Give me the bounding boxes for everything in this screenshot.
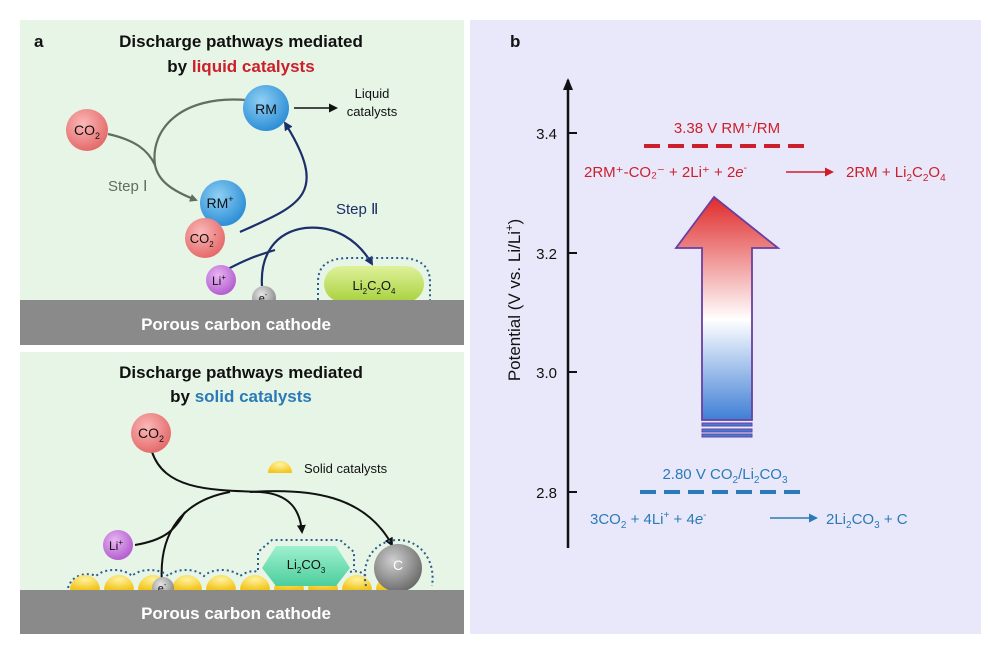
li-join-line <box>225 248 276 271</box>
axis-label: Potential (V vs. Li/Li+) <box>504 219 524 381</box>
rm-label: RM <box>255 101 277 117</box>
co2-to-carbon-arrow <box>249 490 393 547</box>
step1-label: Step Ⅰ <box>108 178 147 195</box>
co2-to-cycle-line <box>107 132 156 166</box>
step2-arrow-to-rm <box>239 121 308 234</box>
tick-label-3.4: 3.4 <box>536 126 557 143</box>
upper-level-label: 3.38 V RM⁺/RM <box>674 120 780 137</box>
li-label-top: Li+ <box>212 273 226 288</box>
electron-path-line <box>160 491 231 585</box>
li2c2o4-product <box>324 266 424 302</box>
upper-reaction-products: 2RM + Li2C2O4 <box>846 164 946 184</box>
cathode-top <box>20 300 464 345</box>
li2c2o4-label: Li2C2O4 <box>353 278 397 296</box>
top-title-line2: by liquid catalysts <box>167 57 314 76</box>
lower-reaction-products: 2Li2CO3 + C <box>826 511 908 531</box>
panel-b-label: b <box>510 32 520 51</box>
carbon-dotted-outline <box>363 538 434 587</box>
step1-cycle-arrow <box>153 98 247 202</box>
step2-label: Step Ⅱ <box>336 201 378 218</box>
cathode-bottom <box>20 590 464 634</box>
bottom-title-line1: Discharge pathways mediated <box>119 363 363 382</box>
tick-label-3.2: 3.2 <box>536 246 557 263</box>
lower-reaction-reactants: 3CO2 + 4Li+ + 4e- <box>590 510 707 531</box>
panel-a-label: a <box>34 32 44 51</box>
electron-label-top: e- <box>259 292 268 305</box>
co2-label-top: CO2 <box>74 122 100 141</box>
solid-catalysts-label: Solid catalysts <box>304 461 388 476</box>
co2-ball-top <box>66 109 108 151</box>
rm-plus-label: RM+ <box>206 194 233 211</box>
co2-minus-ball <box>185 218 225 258</box>
co2-label-bottom: CO2 <box>138 425 164 444</box>
li-ball-top <box>206 265 236 295</box>
top-title-prefix: by <box>167 57 192 76</box>
li-path-line <box>134 511 186 546</box>
solid-catalyst-legend-icon <box>268 461 292 473</box>
li-label-bottom: Li+ <box>109 538 123 553</box>
rm-ball <box>243 85 289 131</box>
carbon-product <box>374 544 422 592</box>
arrow-stripe-1 <box>701 422 753 427</box>
cathode-top-label: Porous carbon cathode <box>141 315 331 334</box>
axis-ticks <box>568 132 577 493</box>
arrow-stripe-2 <box>701 428 753 433</box>
upper-reaction-reactants: 2RM⁺-CO₂⁻ + 2Li⁺ + 2e- <box>584 163 747 181</box>
li2co3-product <box>262 546 350 586</box>
tick-label-3.0: 3.0 <box>536 365 557 382</box>
interface-dotted-left <box>67 569 259 589</box>
step2-arrow-to-product <box>260 226 374 287</box>
co2-minus-label: CO2- <box>190 230 217 249</box>
rm-plus-ball <box>200 180 246 226</box>
liquid-catalysts-line2: catalysts <box>347 104 398 119</box>
top-title-highlight: liquid catalysts <box>192 57 315 76</box>
lower-level-label: 2.80 V CO2/Li2CO3 <box>662 466 788 486</box>
electron-label-bottom: e- <box>158 582 167 595</box>
potential-gradient-arrow <box>674 195 781 421</box>
arrow-stripe-3 <box>701 433 753 438</box>
cathode-bottom-label: Porous carbon cathode <box>141 604 331 623</box>
li2co3-label: Li2CO3 <box>287 557 326 575</box>
bottom-title-line2: by solid catalysts <box>170 387 312 406</box>
top-title-line1: Discharge pathways mediated <box>119 32 363 51</box>
li2co3-dotted-outline <box>257 539 355 570</box>
solid-catalyst-particles <box>70 575 406 590</box>
tick-label-2.8: 2.8 <box>536 485 557 502</box>
co2-ball-bottom <box>131 413 171 453</box>
liquid-catalysts-line1: Liquid <box>355 86 390 101</box>
li-ball-bottom <box>103 530 133 560</box>
carbon-label: C <box>393 557 403 573</box>
